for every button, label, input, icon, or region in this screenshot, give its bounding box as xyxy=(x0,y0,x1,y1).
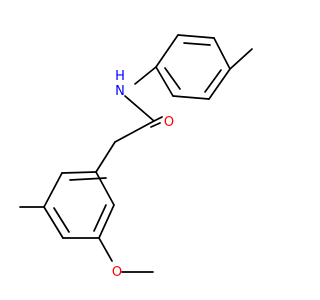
bond xyxy=(150,122,161,128)
bond xyxy=(204,69,222,93)
molecule-structure: N H O O xyxy=(19,34,253,280)
bond xyxy=(183,42,211,46)
bond xyxy=(114,120,155,143)
bond xyxy=(43,206,64,239)
bond xyxy=(213,37,231,70)
nitrogen-label: N xyxy=(115,84,125,99)
bond xyxy=(69,177,107,181)
bond-lines xyxy=(19,34,253,273)
bond xyxy=(134,66,157,85)
bond xyxy=(98,204,115,239)
bond xyxy=(61,171,97,174)
bond xyxy=(95,141,116,173)
structure-canvas: N H O O xyxy=(19,34,253,280)
ether-oxygen-label: O xyxy=(112,265,122,280)
hydrogen-label: H xyxy=(115,69,125,84)
bond xyxy=(177,34,215,39)
bond xyxy=(155,66,174,97)
bond xyxy=(208,68,231,100)
bond xyxy=(164,67,181,90)
bond xyxy=(229,48,253,70)
bond xyxy=(155,34,179,68)
bond xyxy=(53,207,70,233)
bond xyxy=(124,95,155,122)
bond xyxy=(98,237,113,262)
bond xyxy=(95,171,115,206)
bond xyxy=(93,204,107,232)
carbonyl-oxygen-label: O xyxy=(164,115,174,130)
bond xyxy=(172,95,210,100)
bond xyxy=(153,116,163,122)
bond xyxy=(43,172,63,208)
